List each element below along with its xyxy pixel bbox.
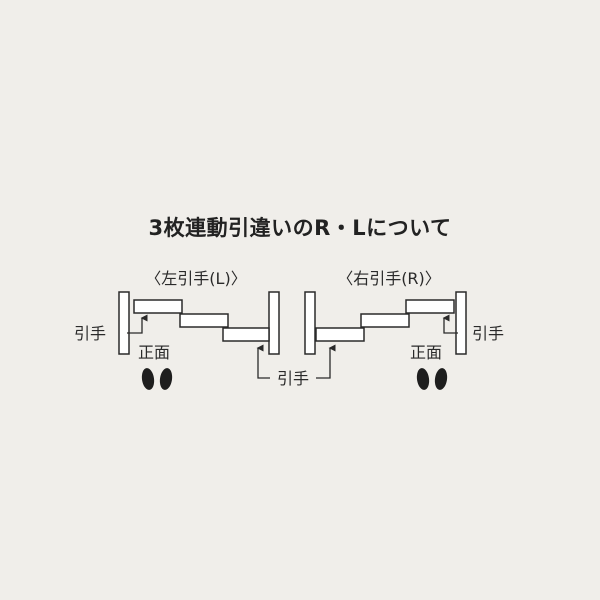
- left-frame-post: [118, 291, 130, 355]
- door-panel-2: [179, 313, 229, 328]
- left-frame-post: [304, 291, 316, 355]
- door-panel-3: [405, 299, 455, 314]
- right-frame-post: [455, 291, 467, 355]
- center-handle: 引手: [256, 344, 336, 388]
- left-panel-heading: 〈左引手(L)〉: [145, 269, 246, 288]
- handle-arrow: [127, 314, 148, 334]
- handle-label: 引手: [74, 324, 106, 343]
- right-panel-heading: 〈右引手(R)〉: [337, 269, 441, 288]
- door-panel-1: [315, 327, 365, 342]
- center-handle-label: 引手: [277, 369, 309, 388]
- door-panel-2: [360, 313, 410, 328]
- door-panel-1: [133, 299, 183, 314]
- front-label: 正面: [138, 343, 170, 362]
- page-title: 3枚連動引違いのR・Lについて: [148, 216, 452, 240]
- right-panel: 〈右引手(R)〉 引手 正面: [304, 269, 504, 390]
- handle-label: 引手: [472, 324, 504, 343]
- footprints-icon: [141, 368, 173, 390]
- center-handle-arrow-left: [256, 344, 270, 379]
- center-handle-arrow-right: [316, 344, 336, 379]
- footprints-icon: [416, 368, 448, 390]
- right-frame-post: [268, 291, 280, 355]
- left-panel: 〈左引手(L)〉 引手 正面: [74, 269, 280, 390]
- handle-arrow: [442, 314, 458, 334]
- door-panel-3: [222, 327, 270, 342]
- front-label: 正面: [410, 343, 442, 362]
